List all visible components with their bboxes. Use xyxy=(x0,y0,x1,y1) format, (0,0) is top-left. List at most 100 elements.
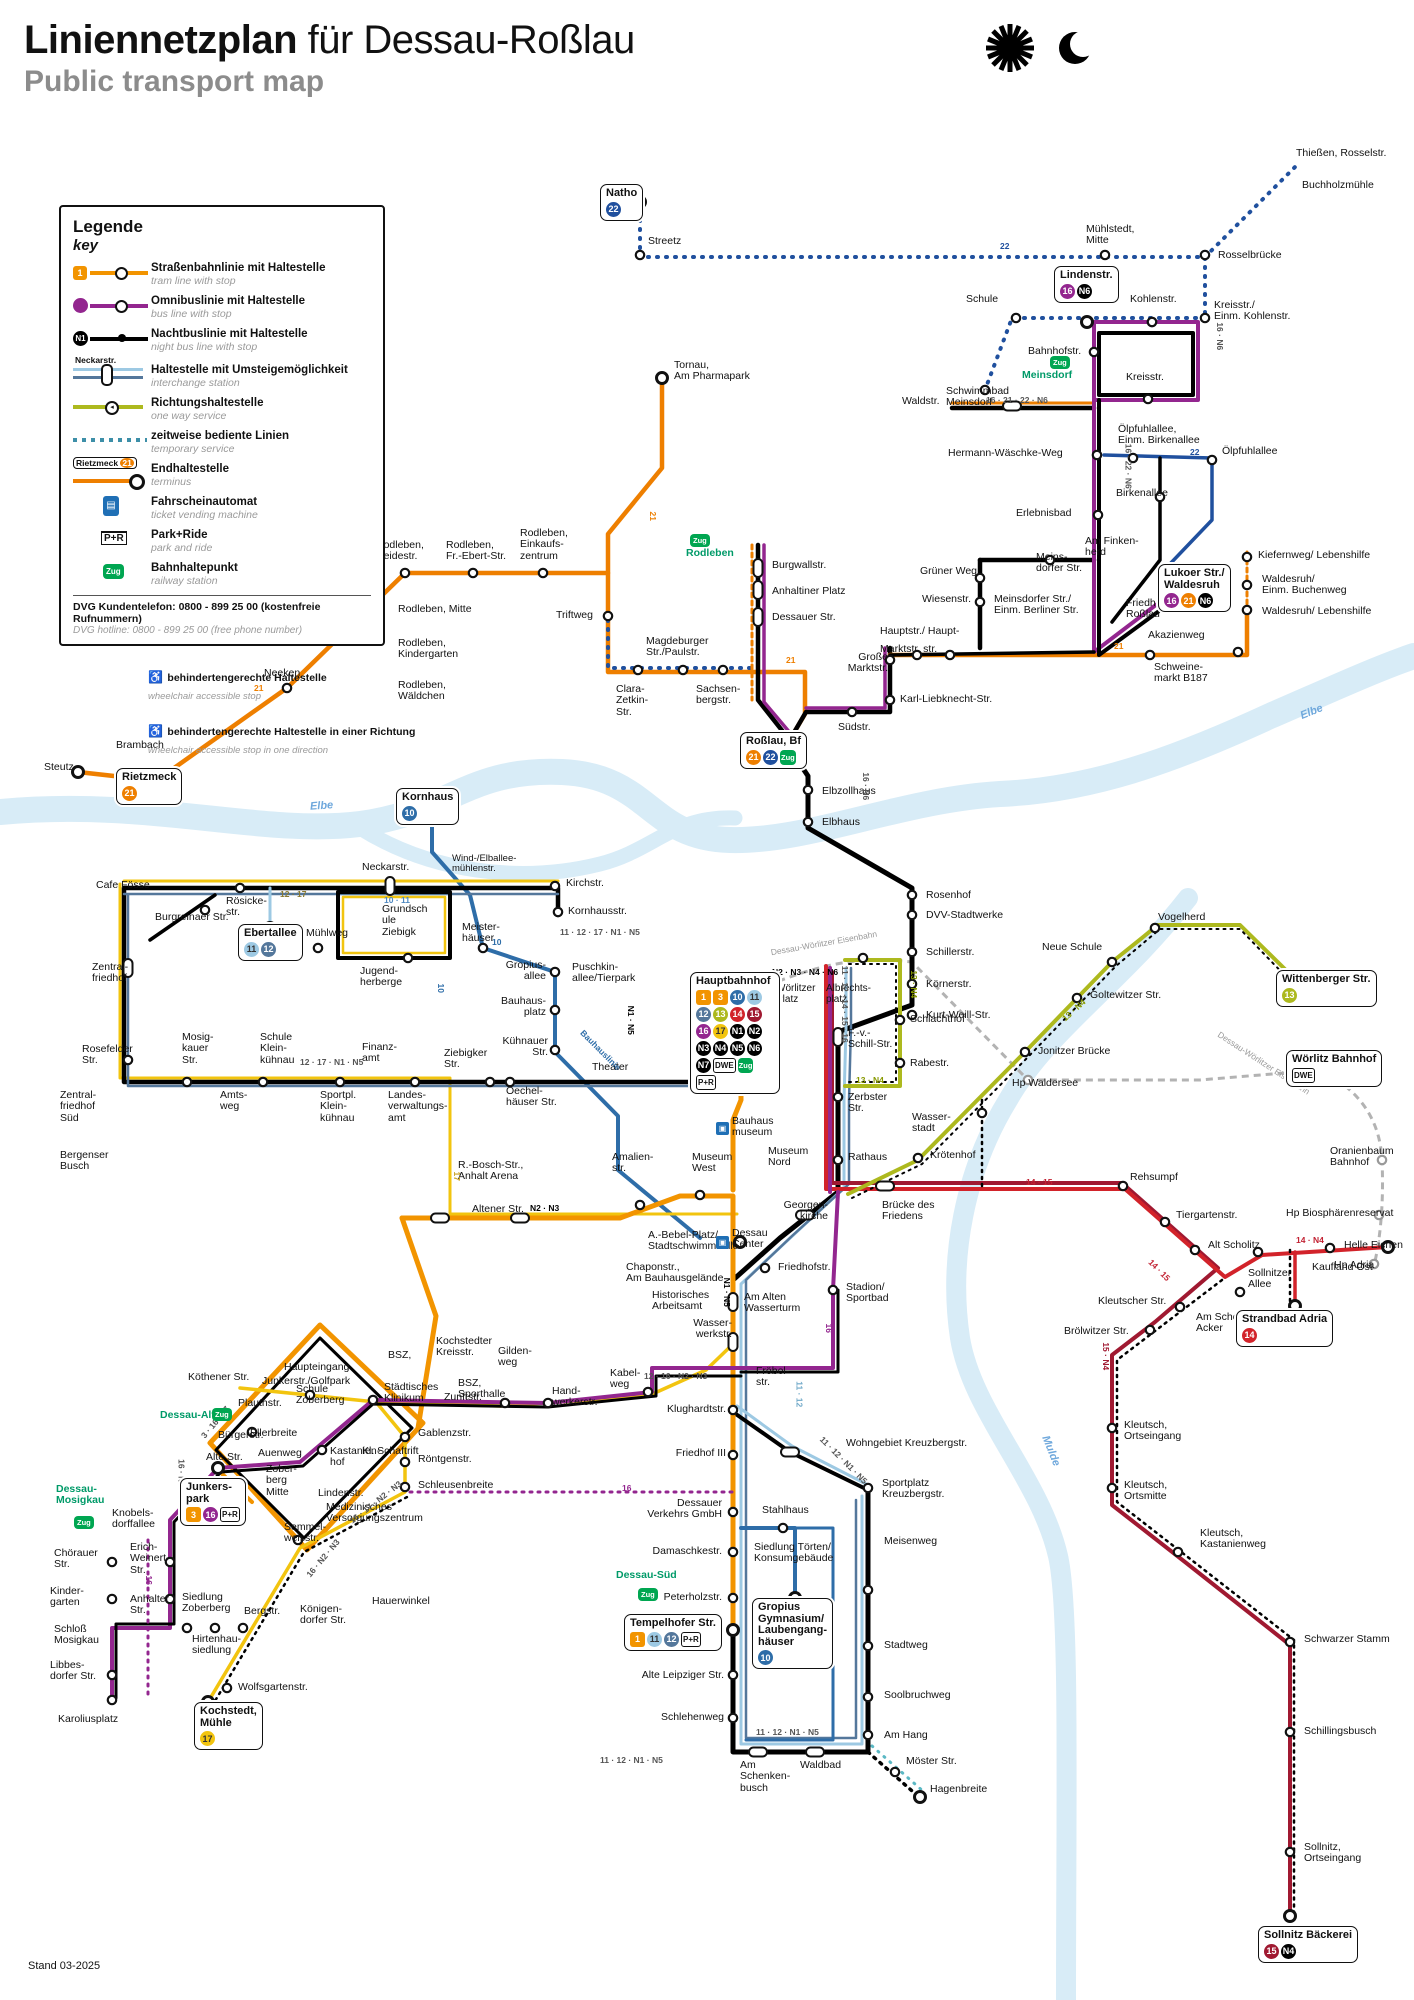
zug-badge: Zug xyxy=(1050,356,1070,369)
station-label: Erich- Weinert- Str. xyxy=(130,1541,170,1576)
station-label: Gilden- weg xyxy=(498,1345,532,1369)
line-badge: 22 xyxy=(763,749,778,765)
station-label: Schwimmbad Meinsdorf xyxy=(946,385,1010,409)
line-badge: Zug xyxy=(780,749,796,765)
moon-icon xyxy=(1059,31,1096,64)
station-label: Kaufland Ost xyxy=(1312,1261,1373,1273)
terminus-stop xyxy=(71,765,85,779)
line-number-label: 22 xyxy=(1190,447,1200,457)
line-badge: 11 xyxy=(647,1631,662,1647)
station-label: Fröbel- str. xyxy=(756,1365,790,1389)
line-badge: N6 xyxy=(1077,283,1092,299)
stop-marker xyxy=(862,1729,874,1741)
stop-marker xyxy=(1106,1422,1118,1434)
line-number-label: 12 · 17 xyxy=(280,889,307,899)
river-label: Elbe xyxy=(309,799,334,813)
station-label: A.-Bebel-Platz/ Stadtschwimmhalle xyxy=(648,1229,739,1253)
station-label: Rodleben, Heidestr. xyxy=(376,539,424,563)
stop-marker xyxy=(677,664,689,676)
stop-marker xyxy=(499,1397,511,1409)
stop-marker xyxy=(221,1682,233,1694)
terminus-stop xyxy=(211,1461,225,1475)
terminus-stop xyxy=(913,1790,927,1804)
stop-marker xyxy=(1091,449,1103,461)
line-number-label: 12 · 16 · N2 · N3 xyxy=(644,1371,708,1381)
station-label: Zunftstr. xyxy=(444,1391,482,1403)
line-badge: 21 xyxy=(122,785,137,801)
dwe-railway xyxy=(744,958,1385,1267)
station-label: Waldesruh/ Lebenshilfe xyxy=(1262,605,1372,617)
stop-marker xyxy=(399,1481,411,1493)
station-label: Jugend- herberge xyxy=(360,965,403,989)
terminus-stop xyxy=(1080,315,1094,329)
line-number-label: 10 xyxy=(435,983,446,993)
stop-marker xyxy=(777,1522,789,1534)
stop-marker xyxy=(1174,1301,1186,1313)
station-label: Friedhof III xyxy=(675,1447,726,1459)
stop-marker xyxy=(234,882,246,894)
stop-marker xyxy=(1241,604,1253,616)
line-badge: 21 xyxy=(746,749,761,765)
stop-marker xyxy=(634,249,646,261)
station-label: Siedlung Törten/ Konsumgebäude xyxy=(754,1541,834,1565)
station-label: Thießen, Rosselstr. xyxy=(1296,147,1387,159)
stop-marker xyxy=(199,904,211,916)
station-label: Hermann-Wäschke-Weg xyxy=(948,447,1063,459)
station-label: Rösicke- str. xyxy=(226,895,267,919)
station-label: Wolfsgartenstr. xyxy=(238,1681,308,1693)
station-label: Cafe Fösse xyxy=(96,879,150,891)
night-icon: N1 xyxy=(73,328,151,354)
stop-marker xyxy=(1159,1216,1171,1228)
station-label: Triftweg xyxy=(556,609,593,621)
station-label: Neue Schule xyxy=(1042,941,1103,953)
station-label: Röntgenstr. xyxy=(418,1453,472,1465)
river-elbe xyxy=(0,643,1414,881)
zug-badge: Zug xyxy=(74,1516,94,1529)
stop-marker xyxy=(1022,1074,1034,1086)
station-label: Brücke des Friedens xyxy=(882,1199,935,1223)
station-label: Erlebnisbad xyxy=(1016,507,1072,519)
stop-marker xyxy=(884,654,896,666)
stop-marker xyxy=(1088,346,1100,358)
station-label: Amts- weg xyxy=(220,1089,248,1113)
line-badge: 16 xyxy=(203,1507,218,1523)
zug-badge: Zug xyxy=(690,534,710,547)
stop-marker xyxy=(727,1449,739,1461)
station-label: Ellerbreite xyxy=(250,1427,298,1439)
stop-marker xyxy=(1144,649,1156,661)
terminus-name: Kornhaus xyxy=(402,791,454,803)
station-label: Waldesruh/ Einm. Buchenweg xyxy=(1262,573,1347,597)
station-label: Kleutsch, Kastanienweg xyxy=(1200,1527,1266,1551)
station-label: Zentral- friedhof Süd xyxy=(60,1089,97,1124)
line-badge: DWE xyxy=(1292,1067,1315,1083)
stop-marker xyxy=(1376,1154,1388,1166)
station-label: Brölwitzer Str. xyxy=(1064,1325,1129,1337)
line-number-label: 14 · 15 xyxy=(1026,1177,1053,1187)
day-night-icons xyxy=(986,24,1096,72)
line-number-label: 11 · 12 · 14 · 15 · 16 xyxy=(839,965,850,1043)
stop-marker xyxy=(122,958,134,978)
legend-item-interchange: Neckarstr.Haltestelle mit Umsteigemöglic… xyxy=(73,355,348,390)
station-label: Puschkin- allee/Tierpark xyxy=(572,961,636,985)
station-label: Schweine- markt B187 xyxy=(1154,661,1208,685)
station-label: Hp Waldersee xyxy=(1012,1077,1079,1089)
legend-hotline: DVG Kundentelefon: 0800 - 899 25 00 (kos… xyxy=(73,595,371,636)
line-badge: 21 xyxy=(1181,593,1196,609)
stop-marker xyxy=(862,1584,874,1596)
station-label: Soolbruchweg xyxy=(884,1689,951,1701)
stop-marker xyxy=(477,942,489,954)
station-label: Mühlweg xyxy=(306,927,349,939)
station-label: Kirchstr. xyxy=(566,877,604,889)
terminus-icon: ▣ xyxy=(716,1236,729,1249)
station-label: Sportpl. Klein- kühnau xyxy=(320,1089,357,1124)
station-label: Semmel- weisstr. xyxy=(284,1521,327,1545)
stop-marker xyxy=(1146,316,1158,328)
stop-marker xyxy=(759,1262,771,1274)
stop-marker xyxy=(717,664,729,676)
line-badge: 12 xyxy=(261,941,276,957)
